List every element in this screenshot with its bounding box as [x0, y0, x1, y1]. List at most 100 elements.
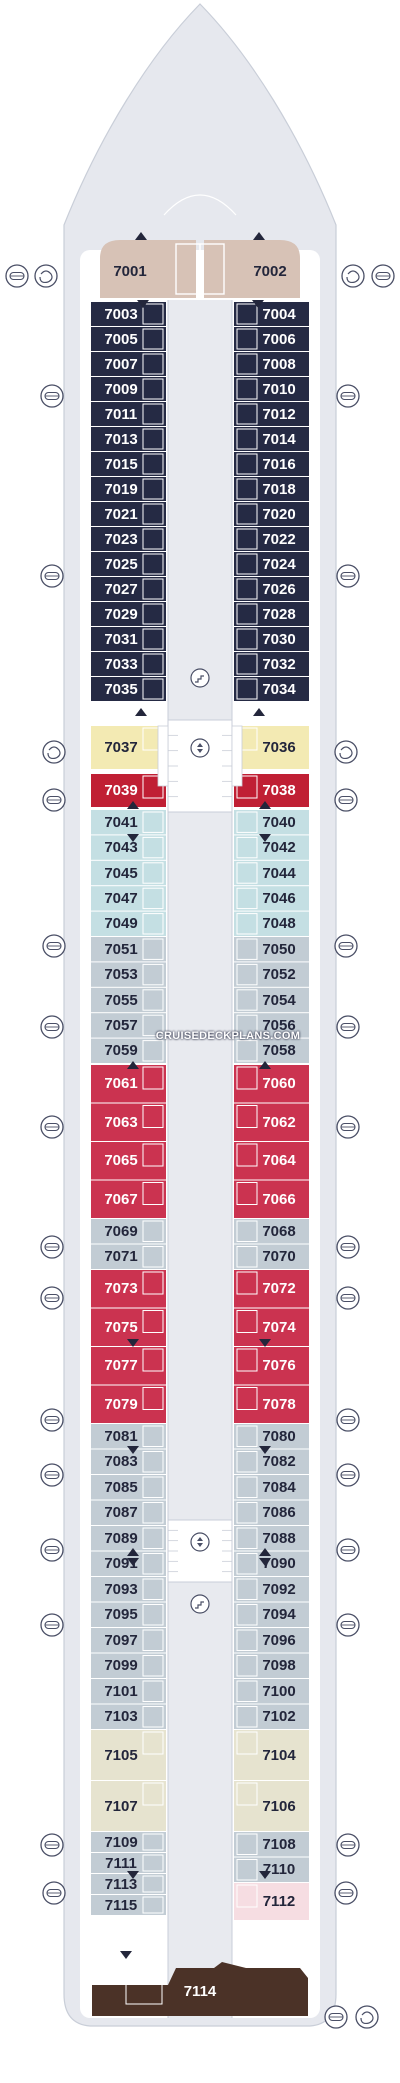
cabin-7032[interactable] [234, 652, 309, 676]
cabin-7048[interactable] [234, 911, 309, 936]
cabin-7086[interactable] [234, 1500, 309, 1526]
cabin-7073[interactable] [91, 1270, 166, 1308]
cabin-7041[interactable] [91, 810, 166, 835]
cabin-7058[interactable] [234, 1038, 309, 1063]
cabin-7024[interactable] [234, 552, 309, 576]
cabin-7051[interactable] [91, 937, 166, 962]
cabin-7021[interactable] [91, 502, 166, 526]
cabin-7078[interactable] [234, 1385, 309, 1424]
cabin-7108[interactable] [234, 1832, 309, 1857]
cabin-7047[interactable] [91, 886, 166, 911]
cabin-7065[interactable] [91, 1142, 166, 1180]
cabin-7030[interactable] [234, 627, 309, 651]
cabin-7097[interactable] [91, 1628, 166, 1653]
cabin-7027[interactable] [91, 577, 166, 601]
cabin-7077[interactable] [91, 1347, 166, 1385]
cabin-7055[interactable] [91, 987, 166, 1013]
cabin-7114[interactable] [92, 1962, 308, 2016]
cabin-7081[interactable] [91, 1424, 166, 1449]
cabin-7007[interactable] [91, 352, 166, 376]
cabin-7100[interactable] [234, 1679, 309, 1704]
cabin-7082[interactable] [234, 1449, 309, 1475]
cabin-7046[interactable] [234, 886, 309, 911]
cabin-7040[interactable] [234, 810, 309, 835]
cabin-7009[interactable] [91, 377, 166, 401]
cabin-7106[interactable] [234, 1781, 309, 1831]
cabin-7092[interactable] [234, 1577, 309, 1602]
cabin-7002[interactable] [204, 240, 300, 298]
cabin-7033[interactable] [91, 652, 166, 676]
cabin-7098[interactable] [234, 1653, 309, 1679]
cabin-7110[interactable] [234, 1857, 309, 1883]
cabin-7103[interactable] [91, 1704, 166, 1730]
cabin-7072[interactable] [234, 1270, 309, 1308]
cabin-7039[interactable] [91, 774, 166, 807]
cabin-7063[interactable] [91, 1103, 166, 1142]
cabin-7104[interactable] [234, 1730, 309, 1780]
cabin-7015[interactable] [91, 452, 166, 476]
cabin-7029[interactable] [91, 602, 166, 626]
cabin-7061[interactable] [91, 1065, 166, 1103]
cabin-7060[interactable] [234, 1065, 309, 1103]
cabin-7056[interactable] [234, 1013, 309, 1038]
cabin-7031[interactable] [91, 627, 166, 651]
cabin-7014[interactable] [234, 427, 309, 451]
cabin-7096[interactable] [234, 1628, 309, 1653]
cabin-7028[interactable] [234, 602, 309, 626]
cabin-7044[interactable] [234, 860, 309, 886]
cabin-7012[interactable] [234, 402, 309, 426]
cabin-7016[interactable] [234, 452, 309, 476]
cabin-7045[interactable] [91, 860, 166, 886]
cabin-7054[interactable] [234, 987, 309, 1013]
cabin-7090[interactable] [234, 1551, 309, 1577]
cabin-7109[interactable] [91, 1832, 166, 1852]
cabin-7105[interactable] [91, 1730, 166, 1780]
cabin-7010[interactable] [234, 377, 309, 401]
cabin-7066[interactable] [234, 1180, 309, 1219]
cabin-7071[interactable] [91, 1244, 166, 1270]
cabin-7019[interactable] [91, 477, 166, 501]
cabin-7064[interactable] [234, 1142, 309, 1180]
cabin-7088[interactable] [234, 1526, 309, 1551]
cabin-7101[interactable] [91, 1679, 166, 1704]
cabin-7093[interactable] [91, 1577, 166, 1602]
cabin-7111[interactable] [91, 1853, 166, 1873]
cabin-7043[interactable] [91, 835, 166, 860]
cabin-7115[interactable] [91, 1895, 166, 1915]
cabin-7011[interactable] [91, 402, 166, 426]
cabin-7107[interactable] [91, 1781, 166, 1831]
cabin-7099[interactable] [91, 1653, 166, 1679]
cabin-7052[interactable] [234, 962, 309, 987]
cabin-7089[interactable] [91, 1526, 166, 1551]
cabin-7023[interactable] [91, 527, 166, 551]
cabin-7034[interactable] [234, 677, 309, 701]
cabin-7036[interactable] [234, 726, 309, 769]
cabin-7053[interactable] [91, 962, 166, 987]
cabin-7112[interactable] [234, 1883, 309, 1920]
cabin-7042[interactable] [234, 835, 309, 860]
cabin-7001[interactable] [100, 240, 196, 298]
cabin-7084[interactable] [234, 1475, 309, 1500]
cabin-7013[interactable] [91, 427, 166, 451]
cabin-7020[interactable] [234, 502, 309, 526]
cabin-7069[interactable] [91, 1219, 166, 1244]
cabin-7022[interactable] [234, 527, 309, 551]
cabin-7079[interactable] [91, 1385, 166, 1424]
cabin-7006[interactable] [234, 327, 309, 351]
cabin-7059[interactable] [91, 1038, 166, 1063]
cabin-7062[interactable] [234, 1103, 309, 1142]
cabin-7070[interactable] [234, 1244, 309, 1270]
cabin-7067[interactable] [91, 1180, 166, 1219]
cabin-7038[interactable] [234, 774, 309, 807]
cabin-7003[interactable] [91, 302, 166, 326]
cabin-7085[interactable] [91, 1475, 166, 1500]
cabin-7068[interactable] [234, 1219, 309, 1244]
cabin-7026[interactable] [234, 577, 309, 601]
cabin-7025[interactable] [91, 552, 166, 576]
cabin-7074[interactable] [234, 1308, 309, 1347]
cabin-7095[interactable] [91, 1602, 166, 1628]
cabin-7094[interactable] [234, 1602, 309, 1628]
cabin-7087[interactable] [91, 1500, 166, 1526]
cabin-7102[interactable] [234, 1704, 309, 1730]
cabin-7050[interactable] [234, 937, 309, 962]
